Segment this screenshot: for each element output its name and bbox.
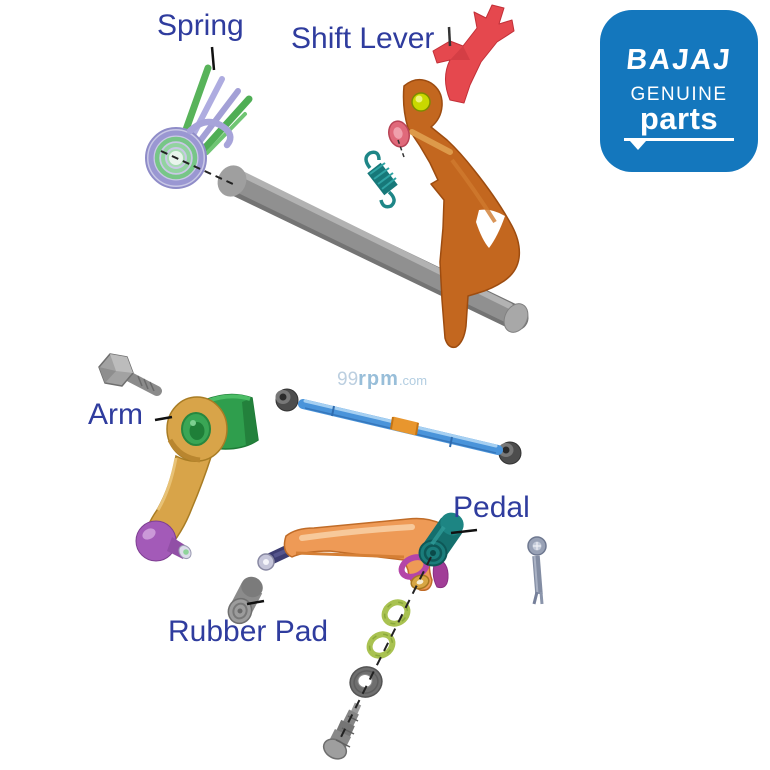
logo-parts-text: parts <box>639 101 719 136</box>
arm-illustration <box>135 393 259 562</box>
watermark-mid: rpm <box>358 368 399 390</box>
shift-lever-illustration <box>388 4 521 349</box>
gear-rod-illustration <box>275 388 522 465</box>
spring-label: Spring <box>157 9 244 42</box>
rubber-pad-label: Rubber Pad <box>168 615 329 648</box>
logo-underline <box>624 138 734 153</box>
return-spring-illustration <box>364 150 398 209</box>
pivot-bolt-illustration <box>322 702 362 760</box>
leader-lines <box>154 26 478 744</box>
watermark-prefix: 99 <box>337 369 359 390</box>
rubber-pad-illustration <box>227 576 263 625</box>
arm-label: Arm <box>88 398 143 431</box>
flat-washer-illustration <box>349 666 383 698</box>
logo-arrow-down-icon <box>630 141 646 150</box>
hex-bolt-illustration <box>98 353 162 396</box>
cotter-pin-illustration <box>527 536 547 605</box>
lock-washers-illustration <box>366 599 411 659</box>
shift-lever-label: Shift Lever <box>291 22 435 55</box>
bajaj-wordmark: BAJAJ <box>624 44 734 76</box>
pedal-illustration <box>257 512 464 592</box>
bajaj-genuine-parts-logo: BAJAJ GENUINE parts <box>600 10 758 172</box>
pedal-label: Pedal <box>453 491 530 524</box>
watermark-suffix: .com <box>398 373 428 388</box>
logo-genuine-text: GENUINE <box>630 84 728 105</box>
